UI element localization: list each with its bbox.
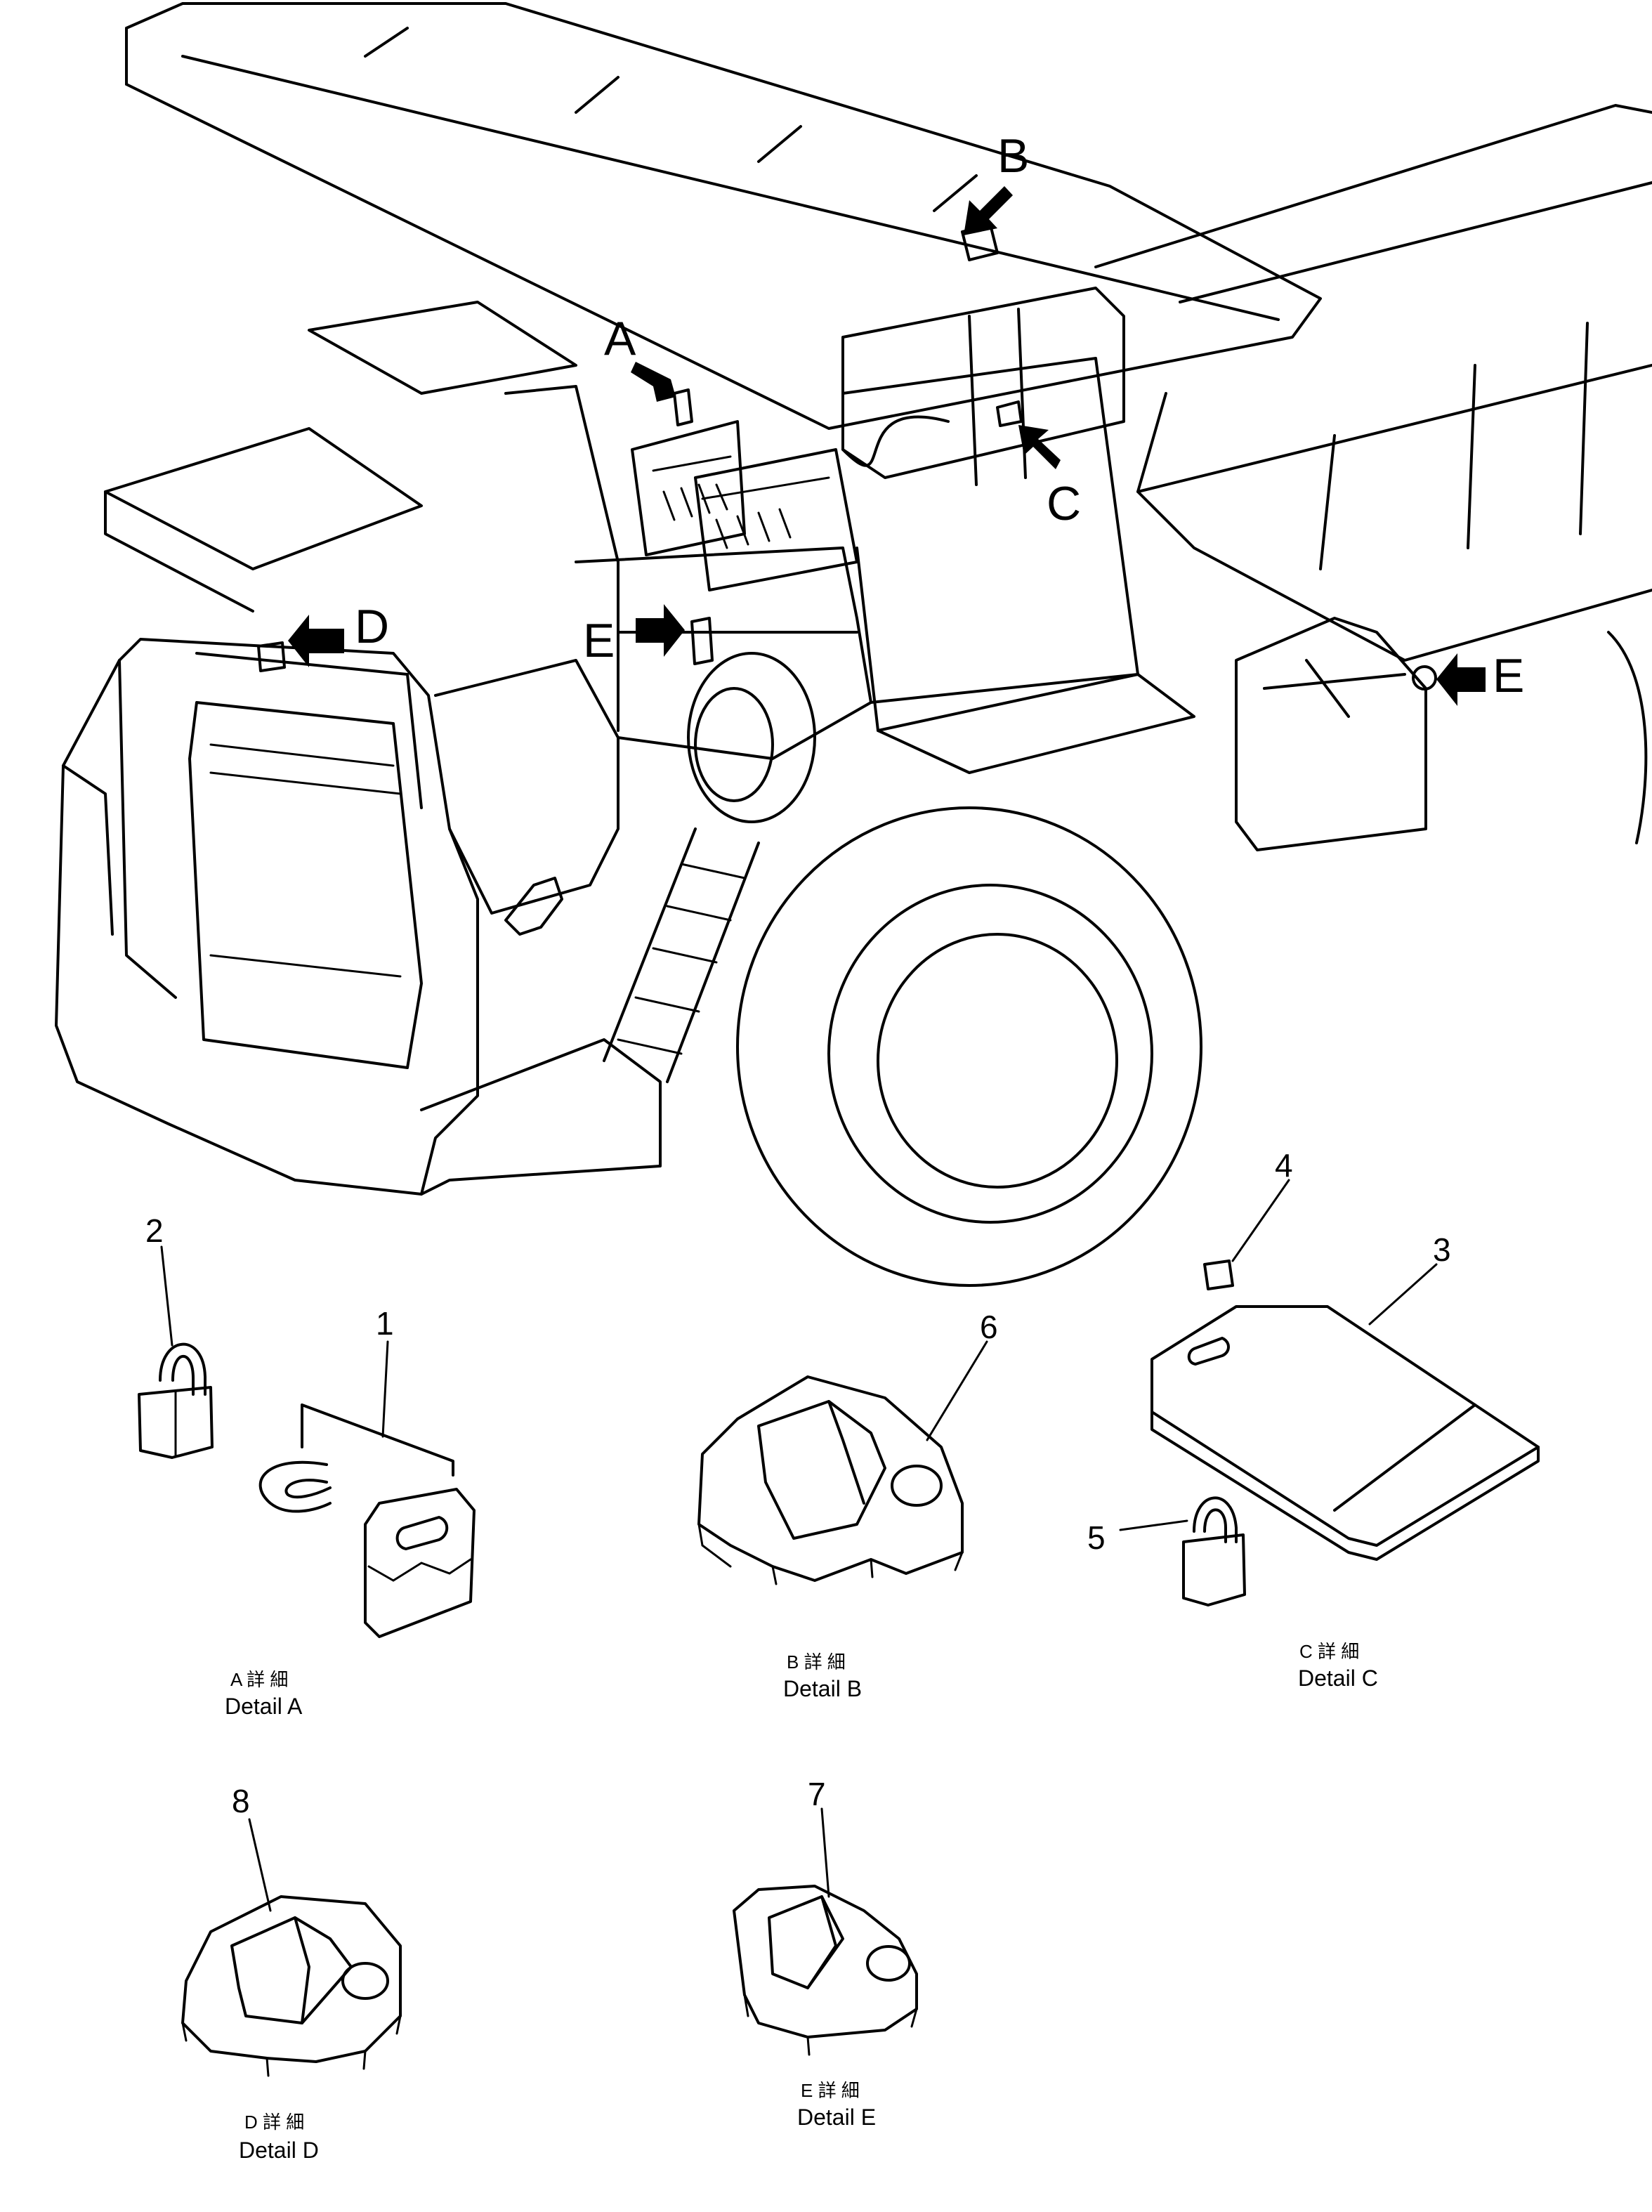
callout-e-left: E bbox=[583, 614, 615, 667]
part-number-5: 5 bbox=[1087, 1519, 1106, 1556]
part-number-6: 6 bbox=[980, 1309, 998, 1345]
arrow-e-left-icon bbox=[636, 604, 685, 657]
callout-d: D bbox=[355, 600, 389, 653]
detail-d-caption-jp: D 詳 細 bbox=[244, 2112, 304, 2133]
callout-c: C bbox=[1047, 477, 1081, 530]
arrow-e-right-icon bbox=[1436, 653, 1486, 706]
leader-line-7 bbox=[820, 1807, 830, 1898]
battery-box-assembly bbox=[631, 388, 858, 591]
part-number-1: 1 bbox=[376, 1305, 394, 1342]
leader-line-1 bbox=[381, 1340, 389, 1438]
arrow-a-icon bbox=[631, 362, 676, 402]
rear-wheel bbox=[736, 631, 1648, 1287]
arrow-b-icon bbox=[964, 186, 1013, 235]
leader-line-3 bbox=[1368, 1263, 1438, 1326]
part-number-7: 7 bbox=[808, 1776, 826, 1812]
arrow-d-icon bbox=[288, 615, 344, 667]
filler-cap-e-right bbox=[1412, 665, 1437, 691]
detail-c-caption-jp: C 詳 細 bbox=[1299, 1641, 1359, 1662]
part-number-3: 3 bbox=[1433, 1231, 1451, 1268]
detail-a-caption-jp: A 詳 細 bbox=[230, 1669, 288, 1690]
leader-line-2 bbox=[160, 1245, 173, 1347]
leader-line-8 bbox=[248, 1818, 272, 1912]
u-pin-icon bbox=[258, 1460, 332, 1513]
detail-b: 6 B 詳 細 Detail B bbox=[697, 1309, 998, 1701]
radiator-housing bbox=[55, 357, 1427, 1196]
part-number-8: 8 bbox=[232, 1783, 250, 1819]
detail-e-caption: Detail E bbox=[797, 2105, 876, 2130]
detail-a: 2 1 A 詳 細 Detail A bbox=[138, 1212, 476, 1719]
dump-truck-illustration: A B C D E E bbox=[55, 2, 1652, 1287]
cap-with-key-icon-d bbox=[181, 1895, 402, 2077]
padlock-icon bbox=[138, 1342, 214, 1459]
leader-line-6 bbox=[926, 1340, 988, 1441]
detail-b-caption: Detail B bbox=[783, 1676, 862, 1701]
detail-e: 7 E 詳 細 Detail E bbox=[733, 1776, 918, 2130]
cover-plate-icon bbox=[1150, 1305, 1540, 1561]
cap-with-key-icon-e bbox=[733, 1885, 918, 2056]
padlock-icon-c bbox=[1182, 1496, 1246, 1606]
lock-bracket-icon bbox=[301, 1403, 476, 1638]
latch-plate-icon bbox=[1203, 1259, 1234, 1290]
dump-body bbox=[104, 2, 1652, 662]
callout-e-right: E bbox=[1493, 649, 1524, 702]
detail-c-caption: Detail C bbox=[1298, 1665, 1378, 1691]
detail-d-caption: Detail D bbox=[239, 2138, 319, 2163]
arrow-c-icon bbox=[1018, 425, 1061, 469]
callout-a: A bbox=[604, 312, 636, 365]
cap-with-key-icon bbox=[697, 1375, 964, 1585]
detail-c: 4 3 5 C 詳 細 Detail C bbox=[1087, 1147, 1540, 1691]
detail-e-caption-jp: E 詳 細 bbox=[801, 2080, 860, 2101]
filler-cap-d bbox=[257, 641, 286, 672]
filler-cap-e-left bbox=[690, 617, 714, 665]
tank-assembly bbox=[841, 223, 1125, 486]
detail-d: 8 D 詳 細 Detail D bbox=[181, 1783, 402, 2163]
leader-line-5 bbox=[1119, 1519, 1188, 1531]
callout-b: B bbox=[997, 129, 1029, 183]
part-number-2: 2 bbox=[145, 1212, 164, 1249]
detail-a-caption: Detail A bbox=[225, 1694, 303, 1719]
part-number-4: 4 bbox=[1275, 1147, 1293, 1184]
leader-line-4 bbox=[1231, 1179, 1290, 1262]
detail-b-caption-jp: B 詳 細 bbox=[787, 1651, 846, 1673]
